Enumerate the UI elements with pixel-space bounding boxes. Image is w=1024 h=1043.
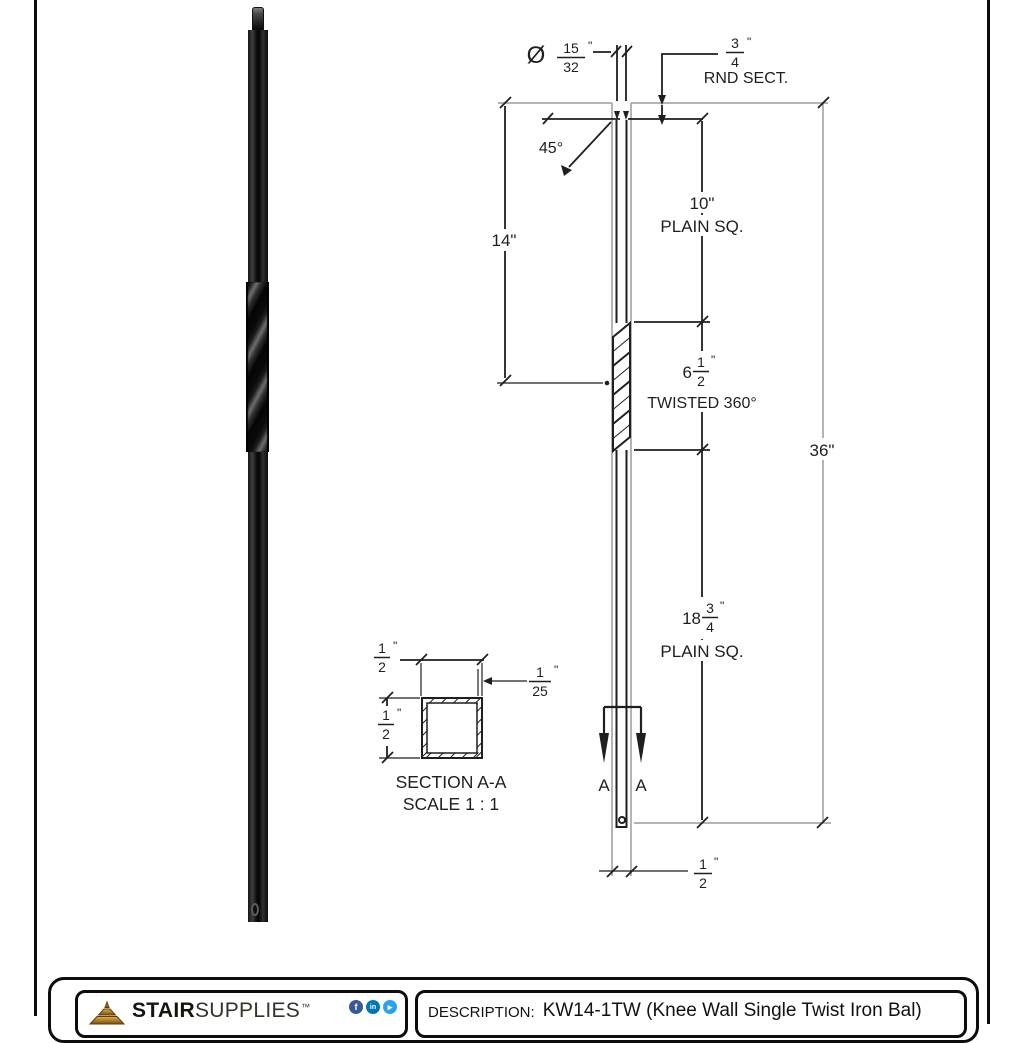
section-mark-a-right: A (635, 776, 647, 795)
dim-plain-sq-bottom: 18 3 4 " PLAIN SQ. (649, 597, 755, 661)
section-arrow-left (599, 733, 609, 763)
svg-text:": " (397, 706, 401, 720)
svg-text:TWISTED 360°: TWISTED 360° (647, 395, 757, 412)
description-label: DESCRIPTION: (428, 1004, 535, 1021)
section-cut-symbol: A A (598, 705, 647, 795)
brand-trademark: ™ (301, 1002, 311, 1012)
dim-twist: 6 1 2 " TWISTED 360° (640, 351, 765, 412)
svg-text:3: 3 (731, 35, 739, 51)
baluster-outline (612, 45, 631, 828)
extension-lines (498, 102, 831, 876)
brand-stair: STAIR (132, 999, 195, 1022)
svg-text:Ø: Ø (527, 42, 546, 69)
svg-text:4: 4 (706, 619, 714, 635)
section-dim-wall: 1 25 " (529, 663, 558, 699)
svg-text:PLAIN SQ.: PLAIN SQ. (660, 217, 743, 236)
svg-text:": " (588, 39, 592, 53)
brand-supplies: SUPPLIES (194, 999, 301, 1022)
svg-text:4: 4 (731, 54, 739, 70)
svg-text:25: 25 (532, 683, 548, 699)
svg-text:1: 1 (536, 664, 544, 680)
photo-square-bar-lower (248, 452, 268, 922)
dim-base-width: 1 2 " (694, 855, 718, 891)
svg-text:1: 1 (699, 856, 707, 872)
svg-text:6: 6 (683, 363, 692, 382)
svg-text:3: 3 (706, 600, 714, 616)
stairsupplies-logo-icon (88, 1000, 126, 1025)
svg-text:": " (393, 639, 397, 653)
section-title: SECTION A-A (396, 772, 507, 792)
svg-text:": " (554, 663, 558, 677)
description-value: KW14-1TW (Knee Wall Single Twist Iron Ba… (542, 1000, 922, 1021)
dim-plain-sq-top: 10" PLAIN SQ. (649, 192, 755, 236)
photo-base-hole (251, 903, 259, 916)
svg-text:2: 2 (697, 373, 705, 389)
svg-text:1: 1 (378, 640, 386, 656)
svg-text:1: 1 (697, 354, 705, 370)
svg-text:2: 2 (382, 726, 390, 742)
svg-text:": " (747, 35, 751, 49)
dim-36: 36" (810, 441, 835, 460)
svg-text:32: 32 (563, 59, 579, 75)
sheet-border-left (34, 0, 37, 1016)
svg-text:": " (714, 855, 718, 869)
dimension-labels: Ø 15 32 " 3 4 " RND SECT. 45° 14" 10" PL… (487, 35, 841, 891)
svg-text:18: 18 (682, 609, 701, 628)
base-hole-mark (618, 816, 626, 824)
svg-text:2: 2 (378, 659, 386, 675)
twitter-icon[interactable]: ▸ (383, 1000, 397, 1014)
sheet-border-right (987, 0, 990, 1024)
facebook-icon[interactable]: f (349, 1000, 363, 1014)
dim-diameter: Ø 15 32 " (527, 39, 593, 75)
dim-chamfer-angle: 45° (539, 140, 563, 157)
svg-text:1: 1 (382, 707, 390, 723)
dim-14: 14" (492, 231, 517, 250)
svg-text:2: 2 (699, 875, 707, 891)
section-arrow-right (636, 733, 646, 763)
svg-text:": " (711, 353, 715, 367)
linkedin-icon[interactable]: in (366, 1000, 380, 1014)
svg-text:PLAIN SQ.: PLAIN SQ. (660, 642, 743, 661)
section-scale: SCALE 1 : 1 (403, 794, 499, 814)
svg-text:10": 10" (690, 194, 715, 213)
svg-text:RND SECT.: RND SECT. (704, 70, 788, 87)
section-dim-width: 1 2 " (374, 639, 397, 675)
description-box: DESCRIPTION: KW14-1TW (Knee Wall Single … (415, 990, 967, 1038)
photo-square-bar-upper (248, 30, 268, 282)
social-icons: f in ▸ (349, 999, 397, 1014)
section-dim-height: 1 2 " (373, 706, 402, 746)
svg-text:": " (720, 599, 724, 613)
dimension-lines (497, 45, 830, 878)
photo-twist-section (246, 282, 269, 452)
section-mark-a-left: A (598, 776, 610, 795)
svg-text:15: 15 (563, 40, 579, 56)
dim-round-section: 3 4 " RND SECT. (704, 35, 788, 87)
section-detail: 1 2 " 1 25 " 1 2 " SECTION A-A SCALE 1 :… (373, 639, 558, 814)
photo-round-tenon (252, 7, 264, 33)
